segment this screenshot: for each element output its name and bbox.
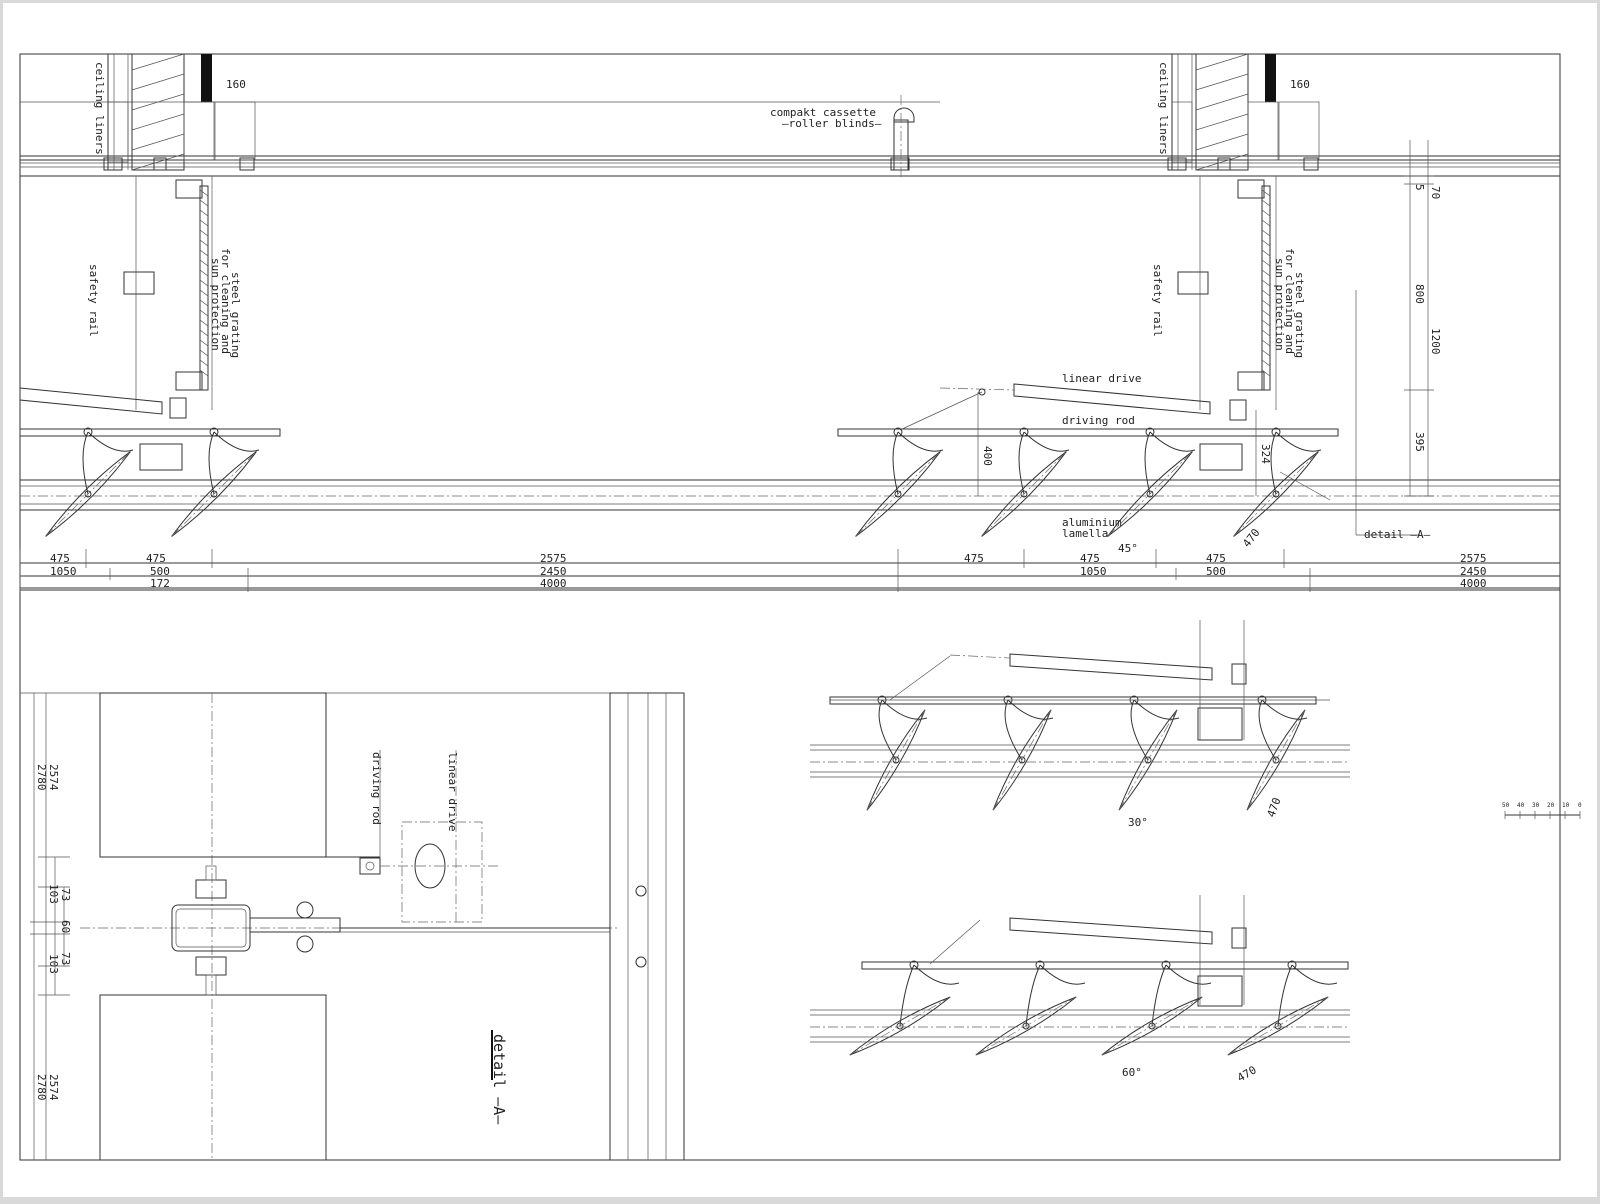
- ceiling-liners-label-left: ceiling liners: [93, 62, 106, 155]
- dim-103-top: 103: [47, 884, 60, 904]
- scale-tick-0: 0: [1578, 802, 1582, 809]
- lamella-label: lamella: [1062, 527, 1108, 540]
- sun-protection-label-left: sun protection: [209, 258, 222, 351]
- safety-rail-label-left: safety rail: [87, 264, 100, 337]
- scale-tick-30: 30: [1532, 802, 1540, 809]
- roller-blinds-label: —roller blinds—: [782, 117, 882, 130]
- dim-row3-0: 172: [150, 577, 170, 590]
- dimension-lines: [19, 549, 1560, 592]
- scale-bar: [1504, 811, 1581, 819]
- dim-row2-4: 500: [1206, 565, 1226, 578]
- facade-column-right: [1167, 53, 1320, 410]
- detail-a-reference: detail —A—: [1364, 528, 1431, 541]
- dim-103-bottom: 103: [47, 954, 60, 974]
- dim-1200: 1200: [1429, 328, 1442, 355]
- driving-rod-label: driving rod: [1062, 414, 1135, 427]
- dim-row2-1: 500: [150, 565, 170, 578]
- dim-row2-2: 2450: [540, 565, 567, 578]
- dim-70: 70: [1429, 186, 1442, 199]
- dim-row2-3: 1050: [1080, 565, 1107, 578]
- dim-row1-2: 2575: [540, 552, 567, 565]
- vertical-dimension-chain: [977, 140, 1434, 536]
- steel-grating-right: [1177, 179, 1271, 391]
- dim-395: 395: [1413, 432, 1426, 452]
- dim-324: 324: [1259, 444, 1272, 464]
- lamella-blade: [855, 427, 944, 537]
- dim-5: 5: [1413, 184, 1426, 191]
- angle-60: 60°: [1122, 1066, 1142, 1079]
- dim-2780-bottom: 2780: [35, 1074, 48, 1101]
- lamella-blade: [981, 427, 1070, 537]
- scale-tick-10: 10: [1562, 802, 1570, 809]
- dim-160-right: 160: [1290, 78, 1310, 91]
- scale-tick-40: 40: [1517, 802, 1525, 809]
- detail-driving-rod-label: driving rod: [370, 752, 383, 825]
- paper: [3, 3, 1597, 1197]
- dim-73-top: 73: [59, 888, 72, 901]
- dim-row1-3: 475: [964, 552, 984, 565]
- drawing-frame: [19, 53, 1561, 1161]
- dim-row1-4: 475: [1080, 552, 1100, 565]
- dim-2574-bottom: 2574: [47, 1074, 60, 1101]
- dim-160-left: 160: [226, 78, 246, 91]
- for-cleaning-label-left: for cleaning and: [219, 248, 232, 354]
- scale-tick-20: 20: [1547, 802, 1555, 809]
- driving-rod-right: [139, 428, 1339, 471]
- dim-row3-2: 4000: [1460, 577, 1487, 590]
- lamellas-top: [45, 427, 1322, 537]
- ceiling-liners-label-right: ceiling liners: [1157, 62, 1170, 155]
- steel-grating-left: [123, 179, 209, 391]
- steel-grating-label-left: steel grating: [229, 272, 242, 358]
- safety-rail-label-right: safety rail: [1151, 264, 1164, 337]
- lamella-blade: [1107, 427, 1196, 537]
- angle-45: 45°: [1118, 542, 1138, 555]
- dim-row1-1: 475: [146, 552, 166, 565]
- dim-470-30deg: 470: [1265, 796, 1284, 819]
- driving-rod-left: [19, 428, 281, 437]
- dim-800: 800: [1413, 284, 1426, 304]
- scale-tick-50: 50: [1502, 802, 1510, 809]
- dim-2780-top: 2780: [35, 764, 48, 791]
- dim-2574-top: 2574: [47, 764, 60, 791]
- lamella-blade: [45, 427, 134, 537]
- detail-a-title: detail —A—: [490, 1034, 508, 1125]
- dim-60: 60: [59, 920, 72, 933]
- lamella-rails: [20, 479, 1560, 511]
- sun-protection-label-right: sun protection: [1273, 258, 1286, 351]
- for-cleaning-label-right: for cleaning and: [1283, 248, 1296, 354]
- dim-row1-6: 2575: [1460, 552, 1487, 565]
- dim-row2-0: 1050: [50, 565, 77, 578]
- steel-grating-label-right: steel grating: [1293, 272, 1306, 358]
- roller-blind-cassette: [890, 95, 915, 180]
- linear-drive-label: linear drive: [1062, 372, 1141, 385]
- drive-assembly-60deg: [810, 895, 1350, 1043]
- dim-row1-0: 475: [50, 552, 70, 565]
- detail-linear-drive-label: linear drive: [446, 752, 459, 831]
- dim-73-bottom: 73: [59, 952, 72, 965]
- dim-row3-1: 4000: [540, 577, 567, 590]
- detail-a-drawing: [20, 692, 685, 1161]
- dim-400: 400: [981, 446, 994, 466]
- facade-column-left: [103, 53, 256, 410]
- angle-30: 30°: [1128, 816, 1148, 829]
- dim-row1-5: 475: [1206, 552, 1226, 565]
- aluminium-label: aluminium: [1062, 516, 1122, 529]
- drive-assembly-30deg: [810, 620, 1350, 778]
- linear-drive-left: [19, 387, 187, 419]
- lamella-blade: [1233, 427, 1322, 537]
- lamella-blade: [171, 427, 260, 537]
- compakt-cassette-label: compakt cassette: [770, 106, 876, 119]
- linear-drive-right: [899, 383, 1247, 431]
- dim-row2-5: 2450: [1460, 565, 1487, 578]
